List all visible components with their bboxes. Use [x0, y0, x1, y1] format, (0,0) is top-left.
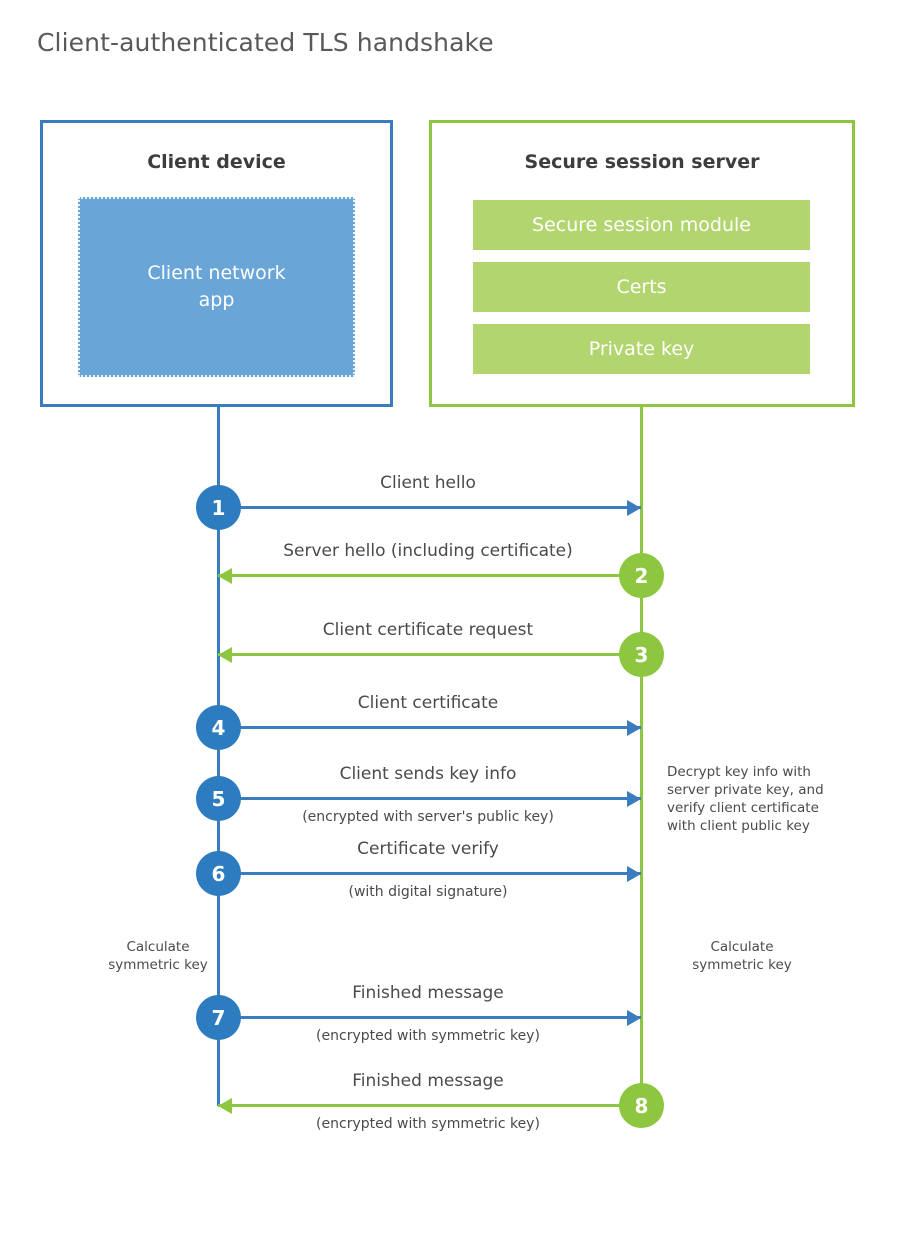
step-circle-7[interactable]: 7: [196, 995, 241, 1040]
server-component-secure-session-module: Secure session module: [473, 200, 810, 250]
server-component-certs: Certs: [473, 262, 810, 312]
message-sublabel-8: (encrypted with symmetric key): [316, 1116, 540, 1132]
message-label-5: Client sends key info: [339, 764, 517, 784]
message-sublabel-7: (encrypted with symmetric key): [316, 1028, 540, 1044]
message-label-7: Finished message: [352, 983, 504, 1003]
step-circle-5[interactable]: 5: [196, 776, 241, 821]
message-label-2: Server hello (including certificate): [283, 541, 573, 561]
message-arrow-line-2: [218, 574, 641, 577]
secure-session-server-box: Secure session server Secure session mod…: [429, 120, 855, 407]
note-client-calculate-symmetric-key: Calculate symmetric key: [84, 938, 232, 974]
arrow-head-icon-1: [627, 500, 641, 516]
message-sublabel-5: (encrypted with server's public key): [302, 809, 554, 825]
message-arrow-line-3: [218, 653, 641, 656]
client-network-app-label: Client network app: [132, 260, 302, 314]
client-network-app-box: Client network app: [78, 197, 355, 377]
arrow-head-icon-5: [627, 791, 641, 807]
arrow-head-icon-8: [218, 1098, 232, 1114]
message-label-4: Client certificate: [357, 693, 499, 713]
note-server-decrypt-line-1: Decrypt key info with: [667, 764, 811, 780]
note-server-decrypt-key-info: Decrypt key info with server private key…: [667, 763, 842, 835]
message-label-6: Certificate verify: [357, 839, 499, 859]
note-client-symkey-line-2: symmetric key: [108, 957, 208, 973]
message-label-3: Client certificate request: [322, 620, 534, 640]
step-circle-3[interactable]: 3: [619, 632, 664, 677]
note-server-symkey-line-1: Calculate: [710, 939, 774, 955]
page-title: Client-authenticated TLS handshake: [37, 28, 494, 57]
arrow-head-icon-4: [627, 720, 641, 736]
message-arrow-line-5: [218, 797, 641, 800]
arrow-head-icon-7: [627, 1010, 641, 1026]
message-arrow-line-6: [218, 872, 641, 875]
message-label-1: Client hello: [380, 473, 476, 493]
arrow-head-icon-6: [627, 866, 641, 882]
arrow-head-icon-3: [218, 647, 232, 663]
note-server-symkey-line-2: symmetric key: [692, 957, 792, 973]
server-lifeline: [640, 407, 643, 1106]
message-arrow-line-1: [218, 506, 641, 509]
step-circle-6[interactable]: 6: [196, 851, 241, 896]
client-app-label-line-1: Client network: [147, 262, 286, 284]
client-device-title: Client device: [147, 151, 286, 173]
note-client-symkey-line-1: Calculate: [126, 939, 190, 955]
message-arrow-line-4: [218, 726, 641, 729]
message-arrow-line-8: [218, 1104, 641, 1107]
step-circle-4[interactable]: 4: [196, 705, 241, 750]
note-server-decrypt-line-4: with client public key: [667, 818, 810, 834]
note-server-decrypt-line-3: verify client certificate: [667, 800, 819, 816]
note-server-calculate-symmetric-key: Calculate symmetric key: [668, 938, 816, 974]
client-device-box: Client device Client network app: [40, 120, 393, 407]
message-sublabel-6: (with digital signature): [348, 884, 508, 900]
message-label-8: Finished message: [352, 1071, 504, 1091]
step-circle-2[interactable]: 2: [619, 553, 664, 598]
client-app-label-line-2: app: [198, 289, 235, 311]
step-circle-8[interactable]: 8: [619, 1083, 664, 1128]
secure-session-server-title: Secure session server: [524, 151, 760, 173]
arrow-head-icon-2: [218, 568, 232, 584]
message-arrow-line-7: [218, 1016, 641, 1019]
server-component-private-key: Private key: [473, 324, 810, 374]
step-circle-1[interactable]: 1: [196, 485, 241, 530]
note-server-decrypt-line-2: server private key, and: [667, 782, 824, 798]
client-lifeline: [217, 407, 220, 1106]
